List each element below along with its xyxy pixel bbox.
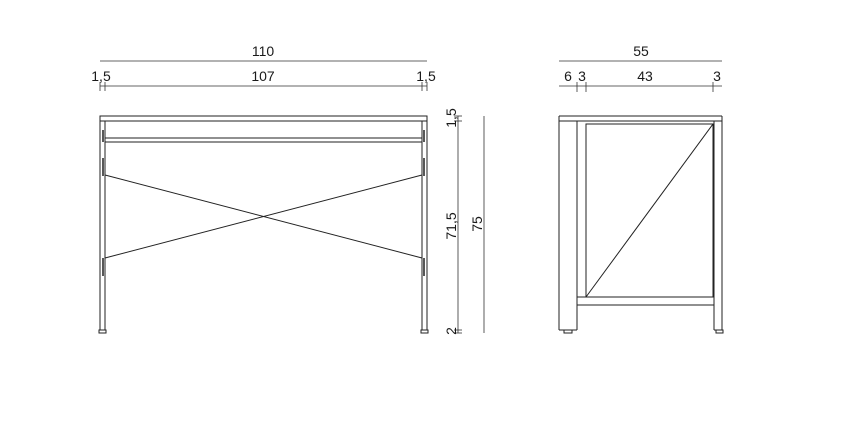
front-inner-width-label: 107 [251, 68, 275, 84]
side-dim-c-label: 43 [637, 68, 653, 84]
side-dim-a-label: 6 [564, 68, 572, 84]
front-table-top [99, 115, 428, 122]
front-view: 110 1,5 107 1,5 [91, 43, 485, 335]
side-view: 55 6 3 43 3 [558, 43, 724, 334]
front-leg-height-label: 71,5 [443, 212, 459, 239]
side-dim-d-label: 3 [713, 68, 721, 84]
side-overall-depth-label: 55 [633, 43, 649, 59]
front-total-height-label: 75 [469, 216, 485, 232]
side-segment-dimension: 6 3 43 3 [559, 68, 722, 92]
side-dim-b-label: 3 [578, 68, 586, 84]
side-frame [558, 115, 724, 334]
side-overall-depth-dimension: 55 [559, 43, 722, 62]
front-foot-height-label: 2 [443, 327, 459, 335]
front-height-dimensions: 1,5 71,5 2 75 [443, 108, 485, 335]
front-top-thickness-label: 1,5 [443, 108, 459, 128]
front-left-side-label: 1,5 [91, 68, 111, 84]
front-right-side-label: 1,5 [416, 68, 436, 84]
front-cross-brace [104, 174, 423, 259]
front-right-leg [420, 121, 429, 334]
front-overall-width-label: 110 [252, 43, 275, 59]
front-inner-width-dimension: 1,5 107 1,5 [91, 68, 436, 91]
side-inner-panel [585, 123, 714, 298]
front-overall-width-dimension: 110 [100, 43, 427, 62]
front-left-leg [98, 121, 107, 334]
